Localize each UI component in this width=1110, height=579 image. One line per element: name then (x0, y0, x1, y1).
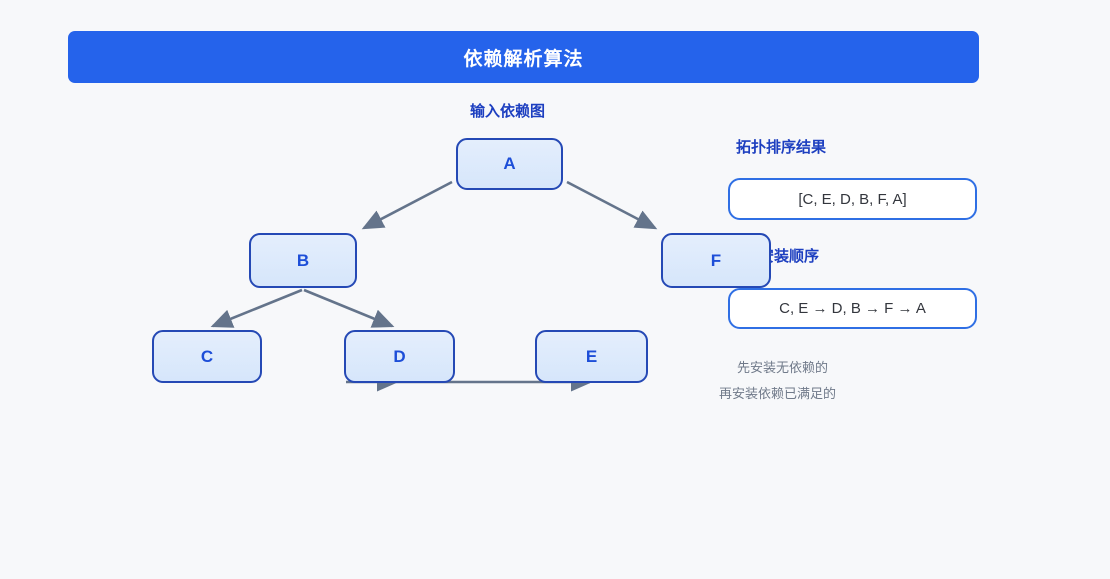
graph-node-a[interactable]: A (456, 138, 563, 190)
install-section-heading: 安装顺序 (759, 248, 820, 265)
edge-a-b (361, 180, 453, 230)
topological-section-heading: 拓扑排序结果 (736, 139, 827, 156)
graph-node-b-label: B (296, 250, 310, 270)
graph-node-c[interactable]: C (152, 330, 262, 383)
graph-node-d[interactable]: D (344, 330, 455, 383)
edge-b-d (303, 288, 395, 328)
install-order-value: C, E → D, B → F → A (779, 300, 926, 317)
install-order-box: C, E → D, B → F → A (728, 288, 977, 329)
graph-node-f-label: F (710, 250, 722, 270)
note-line-1: 先安装无依赖的 (737, 360, 829, 375)
graph-node-f[interactable]: F (661, 233, 771, 288)
graph-node-c-label: C (200, 346, 214, 366)
graph-node-d-label: D (393, 346, 406, 366)
page-title-bar: 依赖解析算法 (68, 31, 979, 83)
graph-node-e-label: E (585, 346, 598, 366)
edge-b-c (210, 288, 303, 328)
edge-a-f (566, 180, 658, 230)
graph-section-heading: 输入依赖图 (470, 103, 546, 120)
topological-result-value: [C, E, D, B, F, A] (798, 190, 907, 208)
graph-node-a-label: A (503, 154, 516, 173)
graph-node-e[interactable]: E (535, 330, 648, 383)
page-title: 依赖解析算法 (463, 48, 584, 70)
note-line-2: 再安装依赖已满足的 (719, 386, 837, 401)
topological-result-box: [C, E, D, B, F, A] (728, 178, 977, 220)
graph-node-b[interactable]: B (249, 233, 357, 288)
